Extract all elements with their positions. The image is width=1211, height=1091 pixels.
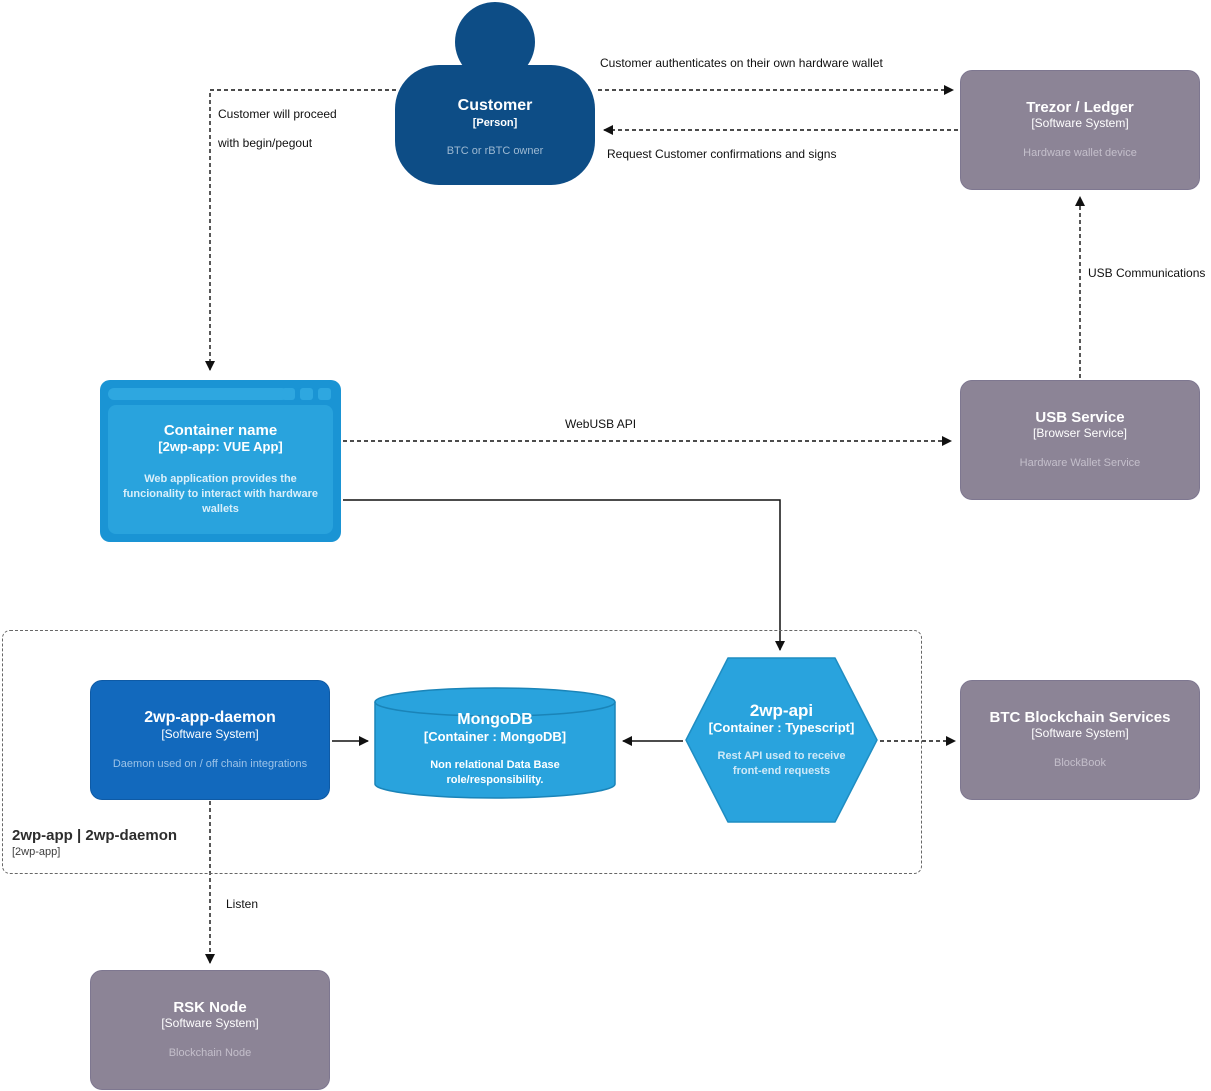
daemon-description: Daemon used on / off chain integrations	[112, 757, 308, 770]
edge-container-to-api	[343, 499, 785, 651]
edge-label-proceed-2: with begin/pegout	[218, 136, 313, 150]
api-description: Rest API used to receive front-end reque…	[717, 750, 846, 778]
container-name-node[interactable]: Container name [2wp-app: VUE App] Web ap…	[100, 380, 341, 542]
customer-description: BTC or rBTC owner	[446, 144, 544, 157]
edge-proceed	[205, 89, 396, 371]
rsk-subtitle: [Software System]	[161, 1016, 259, 1031]
container-description: Web application provides the funcionalit…	[123, 473, 318, 515]
daemon-subtitle: [Software System]	[161, 726, 259, 741]
btc-services-subtitle: [Software System]	[1031, 726, 1129, 741]
mongodb-title: MongoDB	[457, 710, 533, 728]
edge-label-confirmations: Request Customer confirmations and signs	[607, 147, 837, 161]
hexagon-icon	[685, 657, 878, 823]
browser-button-icon	[282, 388, 295, 400]
boundary-title: 2wp-app | 2wp-daemon	[12, 827, 178, 844]
edge-label-authenticate: Customer authenticates on their own hard…	[600, 56, 883, 70]
btc-services-title: BTC Blockchain Services	[989, 709, 1171, 727]
rsk-node[interactable]: RSK Node [Software System] Blockchain No…	[90, 970, 330, 1090]
customer-subtitle: [Person]	[472, 116, 518, 129]
api-subtitle: [Container : Typescript]	[708, 720, 855, 736]
container-subtitle: [2wp-app: VUE App]	[158, 439, 283, 455]
edge-label-usb-comm: USB Communications	[1088, 266, 1206, 280]
edge-label-listen: Listen	[226, 897, 259, 911]
edge-label-webusb: WebUSB API	[565, 417, 637, 431]
customer-person-node[interactable]: Customer [Person] BTC or rBTC owner	[395, 65, 595, 185]
trezor-subtitle: [Software System]	[1031, 116, 1129, 131]
daemon-title: 2wp-app-daemon	[144, 708, 276, 726]
mongodb-subtitle: [Container : MongoDB]	[423, 728, 567, 744]
usb-service-title: USB Service	[1035, 409, 1125, 427]
usb-service-node[interactable]: USB Service [Browser Service] Hardware W…	[960, 380, 1200, 500]
browser-content-pane	[108, 405, 333, 534]
rsk-title: RSK Node	[173, 999, 247, 1017]
trezor-description: Hardware wallet device	[1023, 147, 1137, 159]
daemon-node[interactable]: 2wp-app-daemon [Software System] Daemon …	[90, 680, 330, 800]
btc-services-node[interactable]: BTC Blockchain Services [Software System…	[960, 680, 1200, 800]
trezor-ledger-node[interactable]: Trezor / Ledger [Software System] Hardwa…	[960, 70, 1200, 190]
browser-button-icon	[300, 388, 313, 400]
usb-service-description: Hardware Wallet Service	[1019, 457, 1141, 469]
mongodb-node[interactable]: MongoDB [Container : MongoDB] Non relati…	[373, 686, 617, 800]
browser-button-icon	[318, 388, 331, 400]
customer-title: Customer	[457, 97, 533, 115]
mongodb-description: Non relational Data Base role/responsibi…	[430, 758, 560, 786]
database-cylinder-icon	[374, 687, 616, 799]
trezor-title: Trezor / Ledger	[1026, 99, 1134, 117]
edge-label-proceed-1: Customer will proceed	[218, 107, 337, 121]
browser-address-bar	[108, 388, 288, 400]
api-node[interactable]: 2wp-api [Container : Typescript] Rest AP…	[685, 657, 878, 823]
boundary-2wp-app	[2, 630, 922, 874]
api-title: 2wp-api	[749, 700, 814, 720]
boundary-label: 2wp-app | 2wp-daemon [2wp-app]	[12, 827, 177, 858]
btc-services-description: BlockBook	[1054, 757, 1106, 769]
container-title: Container name	[163, 422, 278, 440]
boundary-subtitle: [2wp-app]	[12, 846, 61, 858]
rsk-description: Blockchain Node	[168, 1047, 252, 1059]
usb-service-subtitle: [Browser Service]	[1032, 426, 1128, 441]
